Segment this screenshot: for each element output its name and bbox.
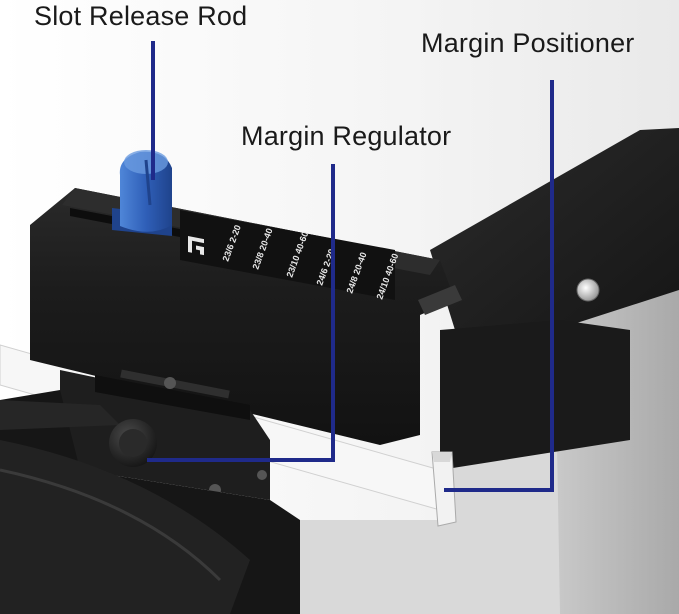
label-margin-positioner: Margin Positioner — [421, 28, 635, 58]
scale-panel — [180, 210, 395, 300]
callout-line-margin-regulator — [147, 164, 335, 462]
margin-regulator-carriage[interactable] — [60, 369, 270, 500]
callout-line-margin-positioner — [444, 80, 554, 492]
brand-logo-icon — [188, 236, 204, 256]
lower-ridge — [0, 400, 120, 430]
callout-lines — [147, 41, 554, 492]
roller-highlight — [0, 468, 222, 582]
label-margin-regulator: Margin Regulator — [241, 121, 452, 151]
carriage-screw-icon — [257, 470, 267, 480]
arm-screw-icon — [576, 278, 600, 302]
label-slot-release-rod: Slot Release Rod — [34, 1, 248, 31]
arm-support — [440, 320, 630, 470]
front-slot — [418, 285, 462, 315]
margin-regulator-knob[interactable] — [109, 419, 157, 467]
carriage-screw-icon — [164, 377, 176, 389]
upper-arm — [430, 128, 679, 330]
slot-release-rod[interactable] — [112, 150, 172, 236]
lower-roller — [0, 440, 250, 614]
